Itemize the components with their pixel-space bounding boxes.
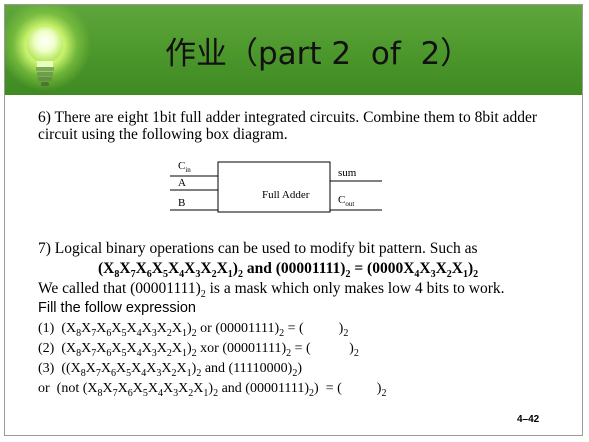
q7-item-4: or (not (X8X7X6X5X4X3X2X1)2 and (0000111… — [38, 381, 387, 399]
full-adder-diagram: Cin A B Full Adder sum Cout — [170, 157, 400, 217]
q6-line-1: 6) There are eight 1bit full adder integ… — [38, 109, 537, 126]
q7-mask-line: We called that (00001111)2 is a mask whi… — [38, 280, 505, 301]
full-adder-label: Full Adder — [262, 189, 310, 201]
b-label: B — [178, 197, 186, 209]
slide-title: 作业（part 2 of 2） — [165, 36, 472, 72]
q7-fill-label: Fill the follow expression — [38, 300, 196, 316]
sum-label: sum — [338, 167, 357, 179]
q7-item-1: (1) (X8X7X6X5X4X3X2X1)2 or (00001111)2 =… — [38, 321, 349, 339]
full-adder-lines — [170, 161, 382, 213]
q7-item-3: (3) ((X8X7X6X5X4X3X2X1)2 and (11110000)2… — [38, 361, 302, 379]
page-number: 4–42 — [517, 414, 540, 425]
a-label: A — [178, 177, 186, 189]
q6-line-2: circuit using the following box diagram. — [38, 126, 288, 143]
q7-item-2: (2) (X8X7X6X5X4X3X2X1)2 xor (00001111)2 … — [38, 341, 359, 359]
cout-label: Cout — [338, 194, 355, 209]
light-bulb-icon — [27, 27, 63, 86]
q7-example: (X8X7X6X5X4X3X2X1)2 and (00001111)2 = (0… — [98, 260, 479, 281]
cin-label: Cin — [178, 160, 191, 175]
q7-intro: 7) Logical binary operations can be used… — [38, 240, 478, 257]
slide-header: 作业（part 2 of 2） — [5, 5, 582, 95]
